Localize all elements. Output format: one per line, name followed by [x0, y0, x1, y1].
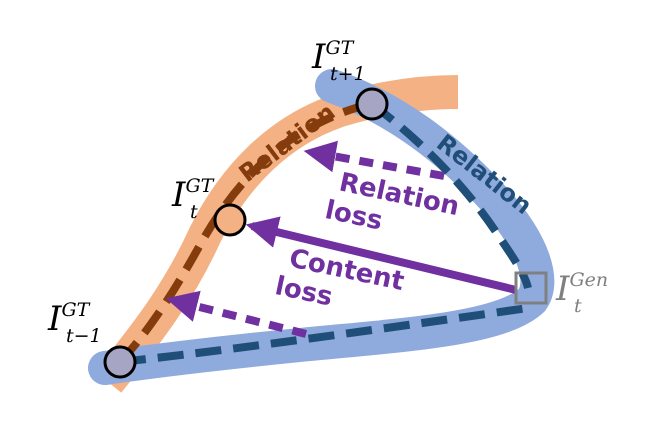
label-gt-next: IGT t+1	[311, 37, 366, 85]
label-gt-curr: IGT t	[171, 175, 215, 223]
relation-loss-label: Relation loss	[322, 166, 470, 254]
navy-dashed-link-lower	[119, 304, 529, 366]
gt-next-sub: t+1	[330, 63, 366, 85]
brown-dashed-link	[117, 100, 373, 365]
gen-sup: Gen	[569, 269, 608, 291]
gt-prev-sup: GT	[61, 299, 90, 321]
node-gt-curr	[213, 203, 247, 237]
label-gen: IGen t	[555, 269, 608, 317]
gt-next-sup: GT	[325, 37, 354, 59]
node-gt-next	[355, 87, 389, 121]
navy-dashed-link-upper	[369, 100, 532, 290]
content-loss-arrow	[245, 216, 517, 294]
gen-sub: t	[574, 295, 582, 317]
gen-base: I	[555, 269, 570, 309]
gt-next-base: I	[311, 37, 326, 77]
gt-prev-base: I	[47, 299, 62, 339]
relation-loss-arrow-lower	[165, 290, 307, 338]
gt-curr-sup: GT	[185, 175, 214, 197]
node-gen-box	[514, 271, 548, 305]
gt-curr-sub: t	[190, 201, 198, 223]
relation-label-left: Relation	[234, 98, 341, 188]
node-gt-prev	[103, 345, 137, 379]
content-loss-label: Content loss	[272, 242, 415, 328]
label-gt-prev: IGT t−1	[47, 299, 102, 347]
gt-curr-base: I	[171, 175, 186, 215]
gt-prev-sub: t−1	[66, 325, 102, 347]
